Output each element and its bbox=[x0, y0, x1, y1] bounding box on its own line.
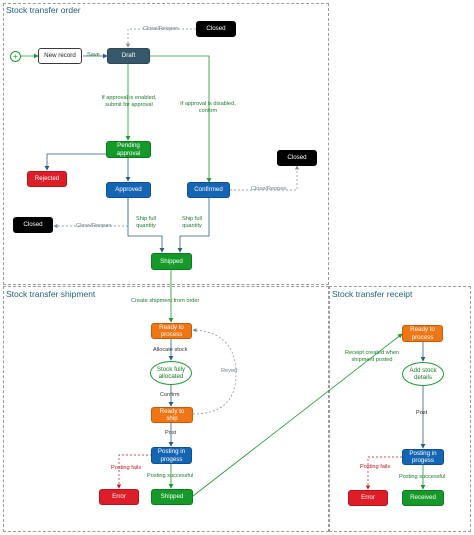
edge-approved-closed bbox=[53, 198, 129, 229]
label-close-reopen-top: Close/Reopen bbox=[143, 26, 179, 32]
node-ready-to-ship[interactable]: Ready to ship bbox=[151, 407, 193, 423]
stock-transfer-receipt-frame bbox=[329, 286, 471, 532]
stock-transfer-order-frame bbox=[3, 3, 329, 285]
node-posting-in-progress-receipt[interactable]: Posting in progess bbox=[402, 449, 444, 465]
label-save: Save bbox=[87, 52, 100, 58]
label-close-reopen-right: Close/Reopen bbox=[251, 186, 287, 192]
label-approval-disabled: If approval is disabled, confirm bbox=[180, 101, 236, 114]
label-posting-fails-receipt: Posting fails bbox=[360, 464, 391, 470]
node-confirmed[interactable]: Confirmed bbox=[187, 182, 230, 198]
label-approval-enabled: If approval is enabled, submit for appro… bbox=[101, 95, 157, 108]
node-shipped-order[interactable]: Shipped bbox=[151, 253, 192, 270]
node-pending-approval[interactable]: Pending approval bbox=[106, 141, 151, 158]
edge-posting-error-rec bbox=[365, 456, 402, 490]
node-draft[interactable]: Draft bbox=[107, 48, 150, 64]
node-received[interactable]: Received bbox=[402, 490, 444, 506]
edge-pending-rejected bbox=[44, 153, 106, 171]
edge-draft-confirmed bbox=[150, 55, 212, 183]
node-closed-right[interactable]: Closed bbox=[277, 150, 317, 166]
edge-approved-shipped bbox=[127, 198, 165, 253]
label-post-shipment: Post bbox=[165, 430, 177, 436]
node-stock-fully-allocated[interactable]: Stock fully allocated bbox=[150, 361, 192, 385]
edge-posting-error-ship bbox=[116, 454, 152, 489]
node-add-stock-details[interactable]: Add stock details bbox=[402, 362, 444, 386]
stock-transfer-order-title: Stock transfer order bbox=[6, 5, 81, 15]
label-close-reopen-left: Close/Reopen bbox=[76, 223, 112, 229]
node-ready-to-process-receipt[interactable]: Ready to process bbox=[402, 325, 443, 342]
label-confirm: Confirm bbox=[160, 392, 180, 398]
edge-shipped-receipt bbox=[192, 333, 403, 497]
node-error-shipment[interactable]: Error bbox=[99, 489, 139, 505]
label-allocate-stock: Allocate stock bbox=[153, 347, 188, 353]
node-ready-to-process-shipment[interactable]: Ready to process bbox=[151, 323, 192, 339]
node-shipped-shipment[interactable]: Shipped bbox=[151, 489, 193, 505]
label-posting-successful-receipt: Posting successful bbox=[399, 474, 446, 480]
node-rejected[interactable]: Rejected bbox=[27, 171, 67, 187]
node-approved[interactable]: Approved bbox=[106, 182, 151, 198]
label-create-shipment: Create shipment from order bbox=[131, 298, 200, 304]
label-ship-full-right: Ship full quantity bbox=[182, 216, 202, 229]
label-ship-full-left: Ship full quantity bbox=[136, 216, 156, 229]
start-node-icon[interactable]: + bbox=[10, 51, 21, 62]
node-closed-left[interactable]: Closed bbox=[13, 217, 53, 233]
node-new-record[interactable]: New record bbox=[38, 48, 82, 64]
edge-confirmed-shipped bbox=[177, 198, 210, 253]
stock-transfer-receipt-title: Stock transfer receipt bbox=[332, 289, 413, 299]
node-error-receipt[interactable]: Error bbox=[348, 490, 388, 506]
label-posting-successful-shipment: Posting successful bbox=[147, 473, 194, 479]
label-post-receipt: Post bbox=[416, 410, 428, 416]
label-receipt-created: Receipt created when shipment posted bbox=[344, 350, 400, 363]
node-closed-top[interactable]: Closed bbox=[196, 21, 236, 37]
stock-transfer-shipment-frame bbox=[3, 286, 329, 532]
stock-transfer-shipment-title: Stock transfer shipment bbox=[6, 289, 96, 299]
node-posting-in-progress-shipment[interactable]: Posting in progess bbox=[151, 447, 192, 464]
label-revert: Revert bbox=[221, 368, 238, 374]
edge-revert bbox=[192, 328, 237, 415]
edge-closed-draft bbox=[125, 28, 196, 48]
label-posting-fails-shipment: Posting fails bbox=[111, 465, 142, 471]
